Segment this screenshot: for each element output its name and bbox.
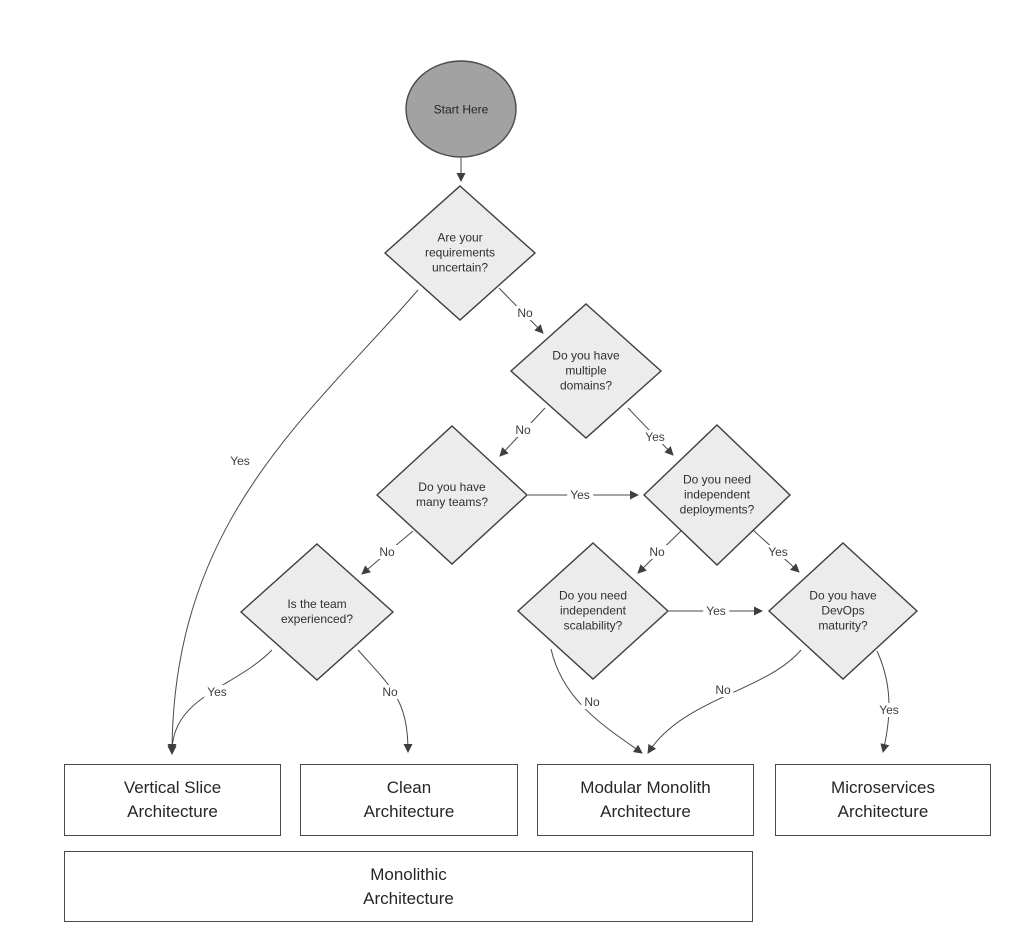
edge-label-devops-yes: Yes — [876, 703, 902, 717]
edge-experienced-yes-to-vertical-slice — [167, 649, 273, 753]
decision-deployments-shape — [642, 424, 792, 566]
edge-label-devops-no: No — [712, 683, 734, 697]
decision-devops-shape — [767, 542, 919, 680]
edge-label-teams-no: No — [376, 545, 398, 559]
result-vertical-slice-architecture: Vertical Slice Architecture — [64, 764, 281, 836]
edge-label-deployments-yes: Yes — [765, 545, 791, 559]
decision-teams-shape — [375, 425, 529, 565]
result-monolithic-architecture: Monolithic Architecture — [64, 851, 753, 922]
edge-label-deployments-no: No — [646, 545, 668, 559]
start-node-shape — [405, 60, 517, 158]
edge-label-requirements-yes: Yes — [227, 454, 253, 468]
edge-label-scalability-yes: Yes — [703, 604, 729, 618]
edge-label-domains-no: No — [512, 423, 534, 437]
edge-label-teams-yes: Yes — [567, 488, 593, 502]
edge-label-scalability-no: No — [581, 695, 603, 709]
edge-label-experienced-no: No — [379, 685, 401, 699]
edge-label-requirements-no: No — [514, 306, 536, 320]
edge-devops-no-to-modular-monolith — [647, 649, 802, 754]
decision-experienced-shape — [239, 543, 395, 681]
edge-label-domains-yes: Yes — [642, 430, 668, 444]
edge-scalability-no-to-modular-monolith — [550, 648, 643, 754]
result-microservices-architecture: Microservices Architecture — [775, 764, 991, 836]
result-clean-architecture: Clean Architecture — [300, 764, 518, 836]
edge-requirements-yes-to-vertical-slice — [167, 289, 419, 755]
result-modular-monolith-architecture: Modular Monolith Architecture — [537, 764, 754, 836]
decision-domains-shape — [509, 303, 663, 439]
decision-requirements-shape — [383, 185, 537, 321]
edge-label-experienced-yes: Yes — [204, 685, 230, 699]
edge-devops-yes-to-microservices — [876, 650, 890, 753]
decision-scalability-shape — [516, 542, 670, 680]
edge-experienced-no-to-clean — [357, 649, 413, 753]
